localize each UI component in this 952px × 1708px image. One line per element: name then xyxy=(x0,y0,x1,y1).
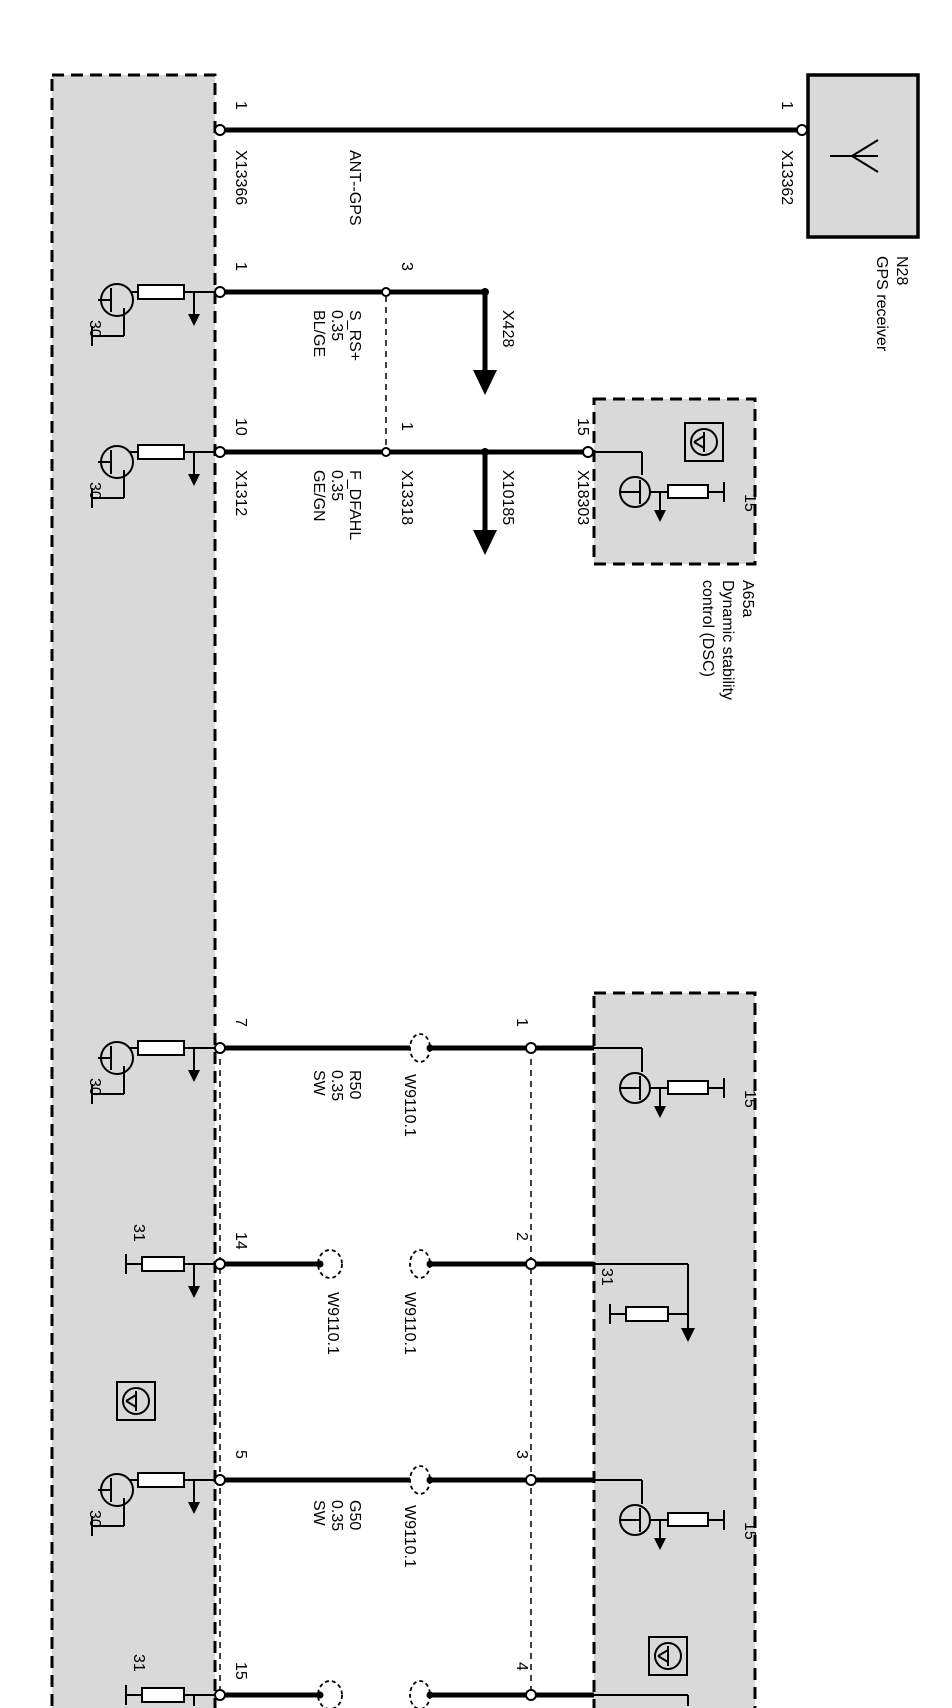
module-housing xyxy=(50,73,217,1708)
wire-s-rs xyxy=(214,286,497,452)
f-dfahl-name: F_DFAHL xyxy=(346,470,363,540)
r50-pin-module: 7 xyxy=(232,1018,249,1027)
wire-15 xyxy=(214,1680,594,1708)
supply-30-label-2: 30 xyxy=(86,482,103,500)
r50-color: SW xyxy=(310,1070,327,1097)
g50-color: SW xyxy=(310,1500,327,1527)
module-driver-10 xyxy=(91,444,214,508)
module-driver-1 xyxy=(91,283,214,346)
remote-driver-4 xyxy=(594,1694,689,1706)
f-dfahl-branch-label: X10185 xyxy=(499,470,516,525)
r50-name: R50 xyxy=(346,1070,363,1099)
f-dfahl-module-connector: X1312 xyxy=(232,470,249,516)
g50-pin-module: 5 xyxy=(232,1450,249,1459)
s-rs-junction-label: X428 xyxy=(499,310,516,347)
remote-diagnosis-icon xyxy=(648,1636,688,1676)
gps-pin-number: 1 xyxy=(778,101,795,110)
wire-14 xyxy=(214,1249,594,1279)
f-dfahl-pin-module: 10 xyxy=(232,418,249,436)
gps-code: N28 xyxy=(893,256,910,285)
ant-pin-number: 1 xyxy=(232,101,249,110)
ant-wire-label: ANT--GPS xyxy=(346,150,363,226)
r50-shield: W9110.1 xyxy=(401,1074,418,1137)
remote-ground-label: 31 xyxy=(598,1268,615,1286)
dsc-code: A65a xyxy=(739,580,756,617)
wire-g50 xyxy=(214,1465,594,1495)
f-dfahl-pin-junction: 1 xyxy=(398,422,415,431)
dsc-connector-label: X18303 xyxy=(574,470,591,525)
remote-driver-1 xyxy=(594,1047,725,1118)
f-dfahl-size: 0.35 xyxy=(328,470,345,501)
w14-pin-module: 14 xyxy=(232,1232,249,1250)
remote-driver-3 xyxy=(594,1479,725,1550)
f-dfahl-junction-label: X13318 xyxy=(398,470,415,525)
w15-pin-remote: 4 xyxy=(513,1662,530,1671)
module-pin-ant xyxy=(214,124,226,136)
module-ground-15 xyxy=(125,1685,214,1706)
s-rs-pin-junction: 3 xyxy=(398,262,415,271)
s-rs-size: 0.35 xyxy=(328,310,345,341)
remote-ground-2 xyxy=(594,1263,695,1342)
remote-module-housing xyxy=(592,991,757,1708)
w14-shield-module: W9110.1 xyxy=(324,1292,341,1355)
dsc-transistor-icon xyxy=(594,451,725,522)
remote-supply-label-2: 15 xyxy=(741,1522,758,1540)
ground-31-label-2: 31 xyxy=(130,1654,147,1672)
module-diagnosis-icon xyxy=(116,1381,156,1421)
module-driver-7 xyxy=(91,1040,214,1104)
g50-shield: W9110.1 xyxy=(401,1505,418,1568)
gps-pin xyxy=(796,124,808,136)
wire-r50 xyxy=(214,1033,594,1063)
antenna-icon xyxy=(830,139,879,173)
remote-supply-label-1: 15 xyxy=(741,1090,758,1108)
gps-connector-label: X13362 xyxy=(778,150,795,205)
s-rs-color: BL/GE xyxy=(310,310,327,357)
supply-30-label-1: 30 xyxy=(86,320,103,338)
gps-name: GPS receiver xyxy=(873,256,890,352)
ant-connector-label: X13366 xyxy=(232,150,249,205)
s-rs-pin-module: 1 xyxy=(232,262,249,271)
supply-30-label-4: 30 xyxy=(86,1510,103,1528)
module-ground-14 xyxy=(125,1254,214,1298)
w15-pin-module: 15 xyxy=(232,1662,249,1680)
dsc-name-line1: Dynamic stability xyxy=(719,580,736,700)
dsc-pin-number: 15 xyxy=(574,418,591,436)
w14-pin-remote: 2 xyxy=(513,1232,530,1241)
g50-size: 0.35 xyxy=(328,1500,345,1531)
s-rs-name: S_RS+ xyxy=(346,310,363,361)
r50-size: 0.35 xyxy=(328,1070,345,1101)
r50-pin-remote: 1 xyxy=(513,1018,530,1027)
w14-shield-remote: W9110.1 xyxy=(401,1292,418,1355)
f-dfahl-color: GE/GN xyxy=(310,470,327,522)
dsc-housing xyxy=(592,397,757,566)
ground-31-label-1: 31 xyxy=(130,1224,147,1242)
dsc-supply-label: 15 xyxy=(741,494,758,512)
dsc-diagnosis-icon xyxy=(684,422,724,462)
wire-f-dfahl xyxy=(214,446,594,555)
dsc-name-line2: control (DSC) xyxy=(699,580,716,677)
supply-30-label-3: 30 xyxy=(86,1078,103,1096)
module-driver-5 xyxy=(91,1472,214,1536)
g50-pin-remote: 3 xyxy=(513,1450,530,1459)
g50-name: G50 xyxy=(346,1500,363,1530)
